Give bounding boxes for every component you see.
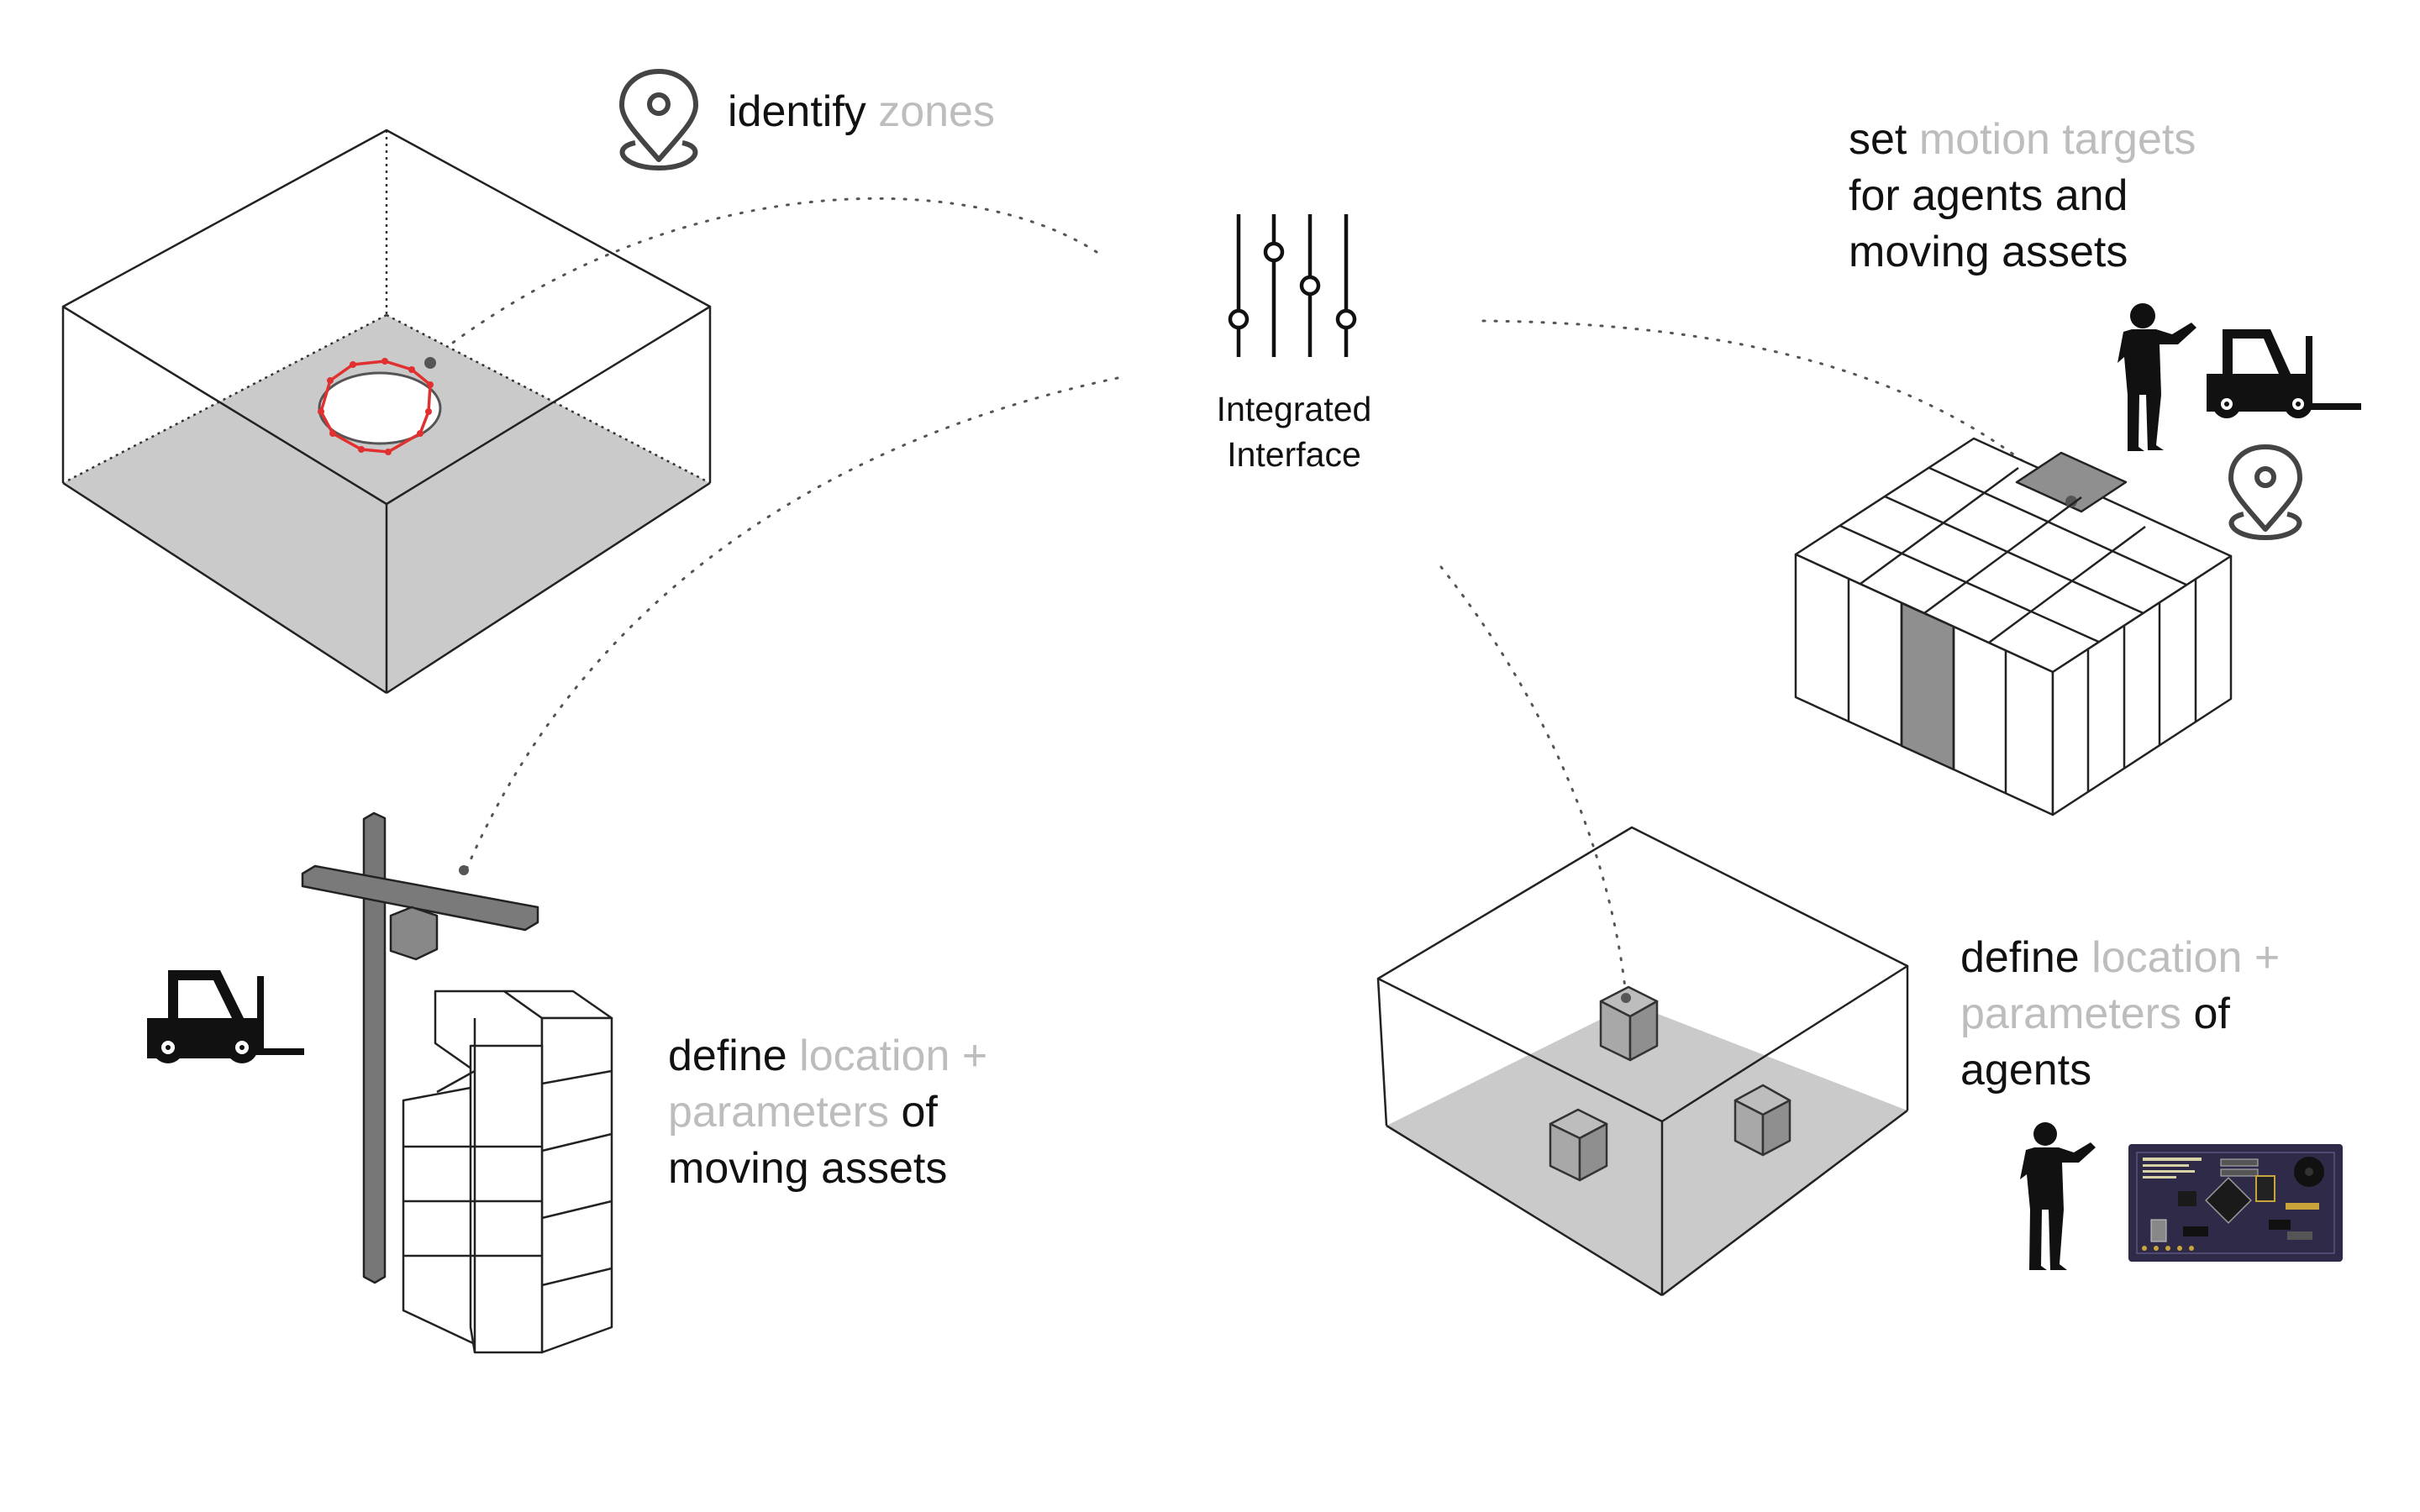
grid-block xyxy=(1794,437,2233,816)
agents-label-dark: define xyxy=(1960,933,2080,982)
zones-label: identify zones xyxy=(728,84,995,140)
zones-label-dark: identify xyxy=(728,87,866,136)
assets-label: define location + parameters of moving a… xyxy=(668,1028,987,1197)
person-pointing-icon xyxy=(2020,1122,2096,1270)
location-pin-icon xyxy=(619,69,698,171)
highlighted-column xyxy=(1900,601,1955,771)
floor-opening xyxy=(318,371,442,445)
assets-label-light2: parameters xyxy=(668,1088,889,1137)
assets-label-dark2: of xyxy=(901,1088,938,1137)
zones-label-light: zones xyxy=(878,87,995,136)
agents-volume xyxy=(1376,826,1909,1297)
forklift-icon xyxy=(147,970,304,1063)
agents-label-light2: parameters xyxy=(1960,990,2181,1038)
connector-agents xyxy=(1439,565,1628,997)
agents-label-line3: agents xyxy=(1960,1046,2092,1095)
center-label-line1: Integrated xyxy=(1216,390,1372,428)
motion-label-dark: set xyxy=(1849,115,1907,164)
assets-label-dark: define xyxy=(668,1032,787,1080)
center-label: Integrated Interface xyxy=(1168,386,1420,477)
assets-label-line3: moving assets xyxy=(668,1144,948,1193)
connector-assets xyxy=(465,376,1119,871)
dotted-connectors xyxy=(427,197,2073,997)
center-label-line2: Interface xyxy=(1227,435,1361,474)
target-cell xyxy=(2015,451,2128,513)
agents-label-light: location + xyxy=(2091,933,2281,982)
agents-floor xyxy=(1386,1004,1907,1295)
forklift-icon xyxy=(2207,329,2361,418)
motion-label-line2: for agents and xyxy=(1849,171,2128,220)
circuit-board-icon xyxy=(2128,1144,2343,1262)
motion-label-line3: moving assets xyxy=(1849,228,2128,276)
crane-and-stack xyxy=(301,811,613,1354)
motion-label-light: motion targets xyxy=(1918,115,2196,164)
sliders-icon xyxy=(1228,214,1357,357)
person-pointing-icon xyxy=(2118,303,2196,451)
connector-zones xyxy=(427,197,1098,363)
agents-label: define location + parameters of agents xyxy=(1960,930,2280,1099)
zones-volume xyxy=(61,129,712,695)
agent-cube xyxy=(1599,985,1659,1062)
zone-boundary xyxy=(319,360,432,454)
agent-cube xyxy=(1733,1084,1791,1157)
assets-label-light: location + xyxy=(799,1032,988,1080)
location-pin-icon xyxy=(2228,444,2302,540)
agent-cube xyxy=(1549,1108,1608,1182)
agents-label-dark2: of xyxy=(2193,990,2230,1038)
motion-label: set motion targets for agents and moving… xyxy=(1849,112,2196,281)
